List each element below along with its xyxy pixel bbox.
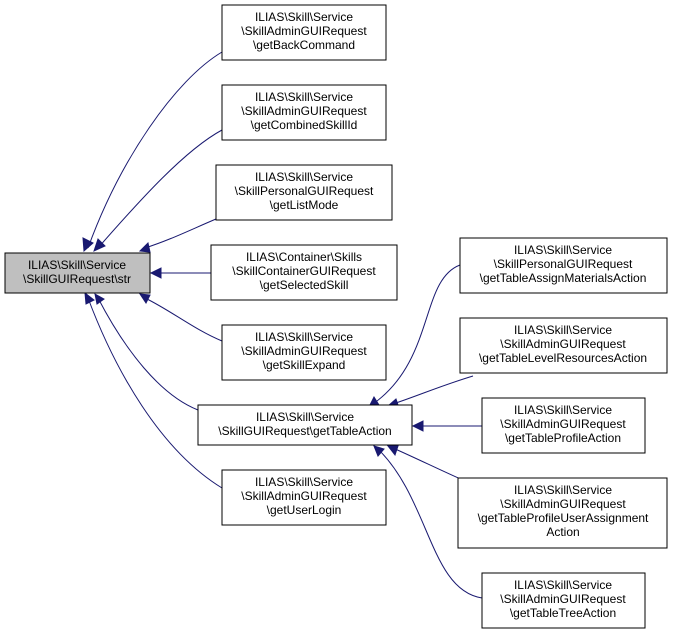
edge-getskillexpand-to-str [144, 297, 223, 342]
node-getselectedskill[interactable]: ILIAS\Container\Skills \SkillContainerGU… [210, 244, 398, 301]
node-gettableprofileuserassignmentaction[interactable]: ILIAS\Skill\Service \SkillAdminGUIReques… [457, 477, 668, 549]
node-gettableassignmaterialsaction-line-0: ILIAS\Skill\Service [514, 243, 612, 257]
edge-gettableaction-to-str [97, 297, 199, 411]
node-getskillexpand-line-0: ILIAS\Skill\Service [255, 330, 353, 344]
node-getselectedskill-line-2: \getSelectedSkill [260, 278, 349, 292]
node-gettablelevelresourcesaction[interactable]: ILIAS\Skill\Service \SkillAdminGUIReques… [459, 317, 668, 374]
node-getcombinedskillid-line-0: ILIAS\Skill\Service [255, 90, 353, 104]
node-getuserlogin-line-2: \getUserLogin [267, 503, 342, 517]
node-getlistmode[interactable]: ILIAS\Skill\Service \SkillPersonalGUIReq… [215, 164, 393, 221]
node-gettablelevelresourcesaction-line-0: ILIAS\Skill\Service [514, 323, 612, 337]
node-gettableaction[interactable]: ILIAS\Skill\Service \SkillGUIRequest\get… [197, 404, 413, 446]
node-getuserlogin-line-1: \SkillAdminGUIRequest [241, 489, 367, 503]
node-gettableprofileuserassignmentaction-line-3: Action [546, 525, 579, 539]
node-getselectedskill-line-1: \SkillContainerGUIRequest [232, 264, 376, 278]
edge-arrowhead [84, 291, 95, 305]
edge-getbackcommand-to-str [87, 51, 223, 249]
node-getskillexpand-line-2: \getSkillExpand [263, 358, 346, 372]
edge-gettabletreeaction-to-gettableaction [377, 448, 483, 599]
node-getuserlogin[interactable]: ILIAS\Skill\Service \SkillAdminGUIReques… [221, 469, 387, 526]
node-getselectedskill-line-0: ILIAS\Container\Skills [246, 250, 362, 264]
edge-arrowhead [149, 267, 162, 279]
node-getlistmode-line-2: \getListMode [270, 198, 339, 212]
node-str-line-0: ILIAS\Skill\Service [28, 258, 126, 272]
node-gettableprofileaction[interactable]: ILIAS\Skill\Service \SkillAdminGUIReques… [481, 397, 646, 454]
edge-arrowhead [94, 293, 105, 305]
edge-gettableassignmaterialsaction-to-gettableaction [372, 264, 461, 405]
node-gettableprofileaction-line-1: \SkillAdminGUIRequest [500, 417, 626, 431]
edge-arrowhead [138, 293, 151, 304]
node-getcombinedskillid-line-1: \SkillAdminGUIRequest [241, 104, 367, 118]
node-gettableassignmaterialsaction-line-2: \getTableAssignMaterialsAction [480, 271, 647, 285]
node-gettableprofileuserassignmentaction-line-2: \getTableProfileUserAssignment [478, 511, 649, 525]
node-gettabletreeaction-line-0: ILIAS\Skill\Service [514, 578, 612, 592]
edge-arrowhead [373, 445, 385, 457]
node-getbackcommand-line-2: \getBackCommand [253, 38, 355, 52]
node-str-line-1: \SkillGUIRequest\str [23, 272, 131, 286]
edge-arrowhead [411, 420, 424, 432]
node-gettabletreeaction-line-1: \SkillAdminGUIRequest [500, 592, 626, 606]
node-gettabletreeaction[interactable]: ILIAS\Skill\Service \SkillAdminGUIReques… [481, 572, 646, 629]
edge-arrowhead [138, 242, 151, 253]
node-getcombinedskillid-line-2: \getCombinedSkillId [251, 118, 358, 132]
node-getlistmode-line-1: \SkillPersonalGUIRequest [235, 184, 374, 198]
edge-arrowhead [93, 238, 106, 252]
node-getlistmode-line-0: ILIAS\Skill\Service [255, 170, 353, 184]
edge-getuserlogin-to-str [87, 297, 223, 489]
node-gettableprofileuserassignmentaction-line-1: \SkillAdminGUIRequest [500, 497, 626, 511]
node-gettableprofileaction-line-0: ILIAS\Skill\Service [514, 403, 612, 417]
node-gettableaction-line-0: ILIAS\Skill\Service [256, 410, 354, 424]
graph-nodes: ILIAS\Skill\Service \SkillGUIRequest\str… [4, 4, 668, 629]
node-gettableassignmaterialsaction[interactable]: ILIAS\Skill\Service \SkillPersonalGUIReq… [459, 237, 668, 294]
edge-getcombinedskillid-to-str [97, 129, 223, 249]
node-getcombinedskillid[interactable]: ILIAS\Skill\Service \SkillAdminGUIReques… [221, 84, 387, 141]
edge-gettableprofileuserassignmentaction-to-gettableaction [392, 447, 466, 482]
node-gettabletreeaction-line-2: \getTableTreeAction [510, 606, 616, 620]
node-gettablelevelresourcesaction-line-2: \getTableLevelResourcesAction [479, 351, 647, 365]
edge-arrowhead [82, 237, 94, 253]
node-getskillexpand-line-1: \SkillAdminGUIRequest [241, 344, 367, 358]
node-gettableprofileuserassignmentaction-line-0: ILIAS\Skill\Service [514, 483, 612, 497]
node-gettableprofileaction-line-2: \getTableProfileAction [505, 431, 621, 445]
node-getbackcommand-line-1: \SkillAdminGUIRequest [241, 24, 367, 38]
node-gettablelevelresourcesaction-line-1: \SkillAdminGUIRequest [500, 337, 626, 351]
node-getbackcommand-line-0: ILIAS\Skill\Service [255, 10, 353, 24]
edge-getlistmode-to-str [144, 218, 217, 249]
node-gettableaction-line-1: \SkillGUIRequest\getTableAction [218, 424, 391, 438]
edge-gettablelevelresourcesaction-to-gettableaction [392, 375, 474, 405]
node-str[interactable]: ILIAS\Skill\Service \SkillGUIRequest\str [4, 252, 151, 294]
node-getskillexpand[interactable]: ILIAS\Skill\Service \SkillAdminGUIReques… [221, 324, 387, 381]
node-gettableassignmaterialsaction-line-1: \SkillPersonalGUIRequest [494, 257, 633, 271]
node-getbackcommand[interactable]: ILIAS\Skill\Service \SkillAdminGUIReques… [221, 4, 387, 61]
node-getuserlogin-line-0: ILIAS\Skill\Service [255, 475, 353, 489]
edge-arrowhead [386, 445, 399, 457]
